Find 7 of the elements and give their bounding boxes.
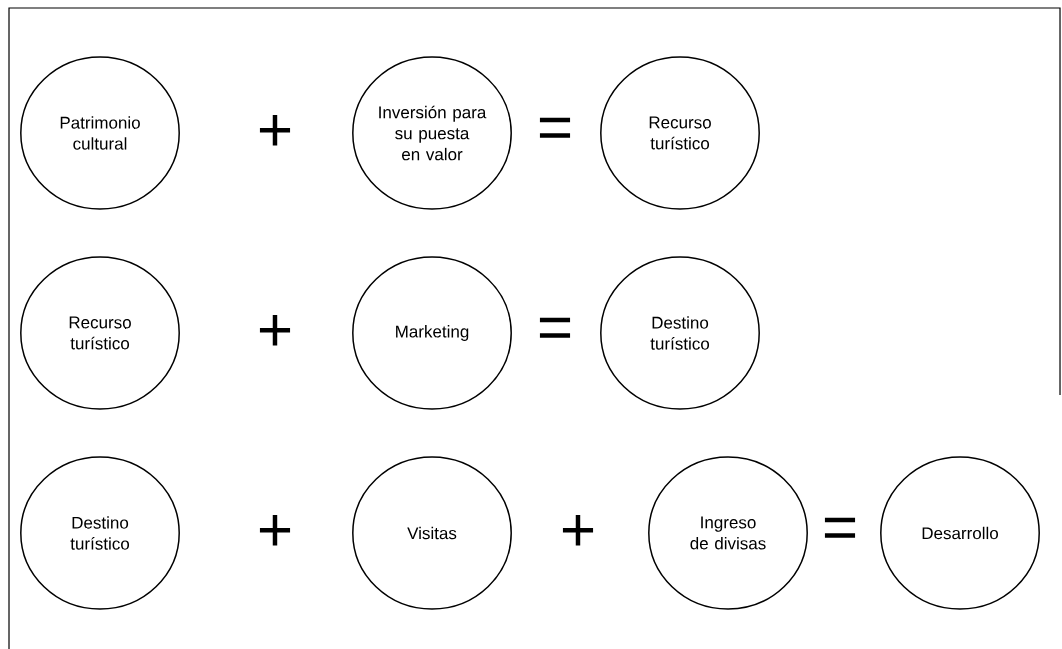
operator-sign: + [259,115,291,146]
operator-sign: = [539,317,571,338]
operator-sign: = [539,117,571,138]
operator-sign: = [824,517,856,538]
operator-sign: + [259,515,291,546]
operator-sign: + [562,515,594,546]
operator-sign: + [259,315,291,346]
